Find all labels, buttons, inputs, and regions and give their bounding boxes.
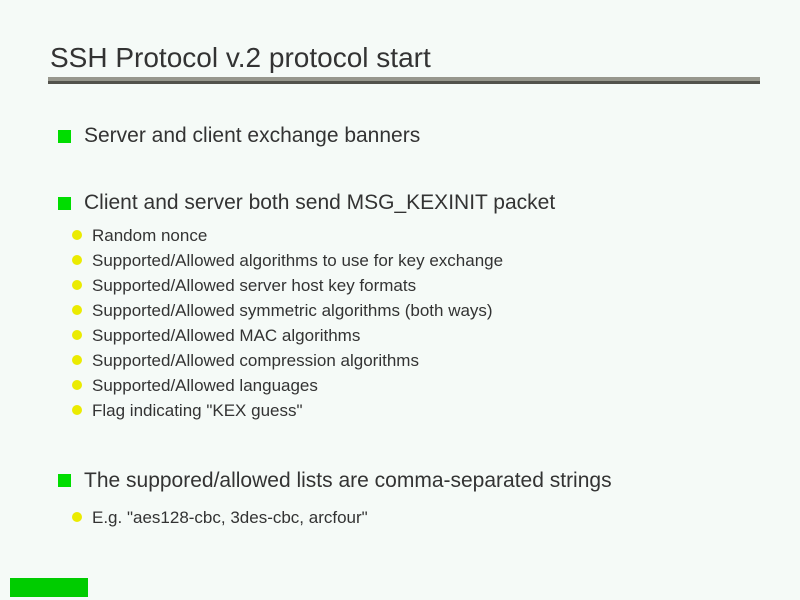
- title-underline-bottom: [48, 81, 760, 84]
- sub-bullet-item: Supported/Allowed MAC algorithms: [72, 323, 758, 348]
- green-square-bullet-icon: [58, 474, 71, 487]
- sub-bullet-item: Supported/Allowed compression algorithms: [72, 348, 758, 373]
- yellow-dot-bullet-icon: [72, 380, 82, 390]
- yellow-dot-bullet-icon: [72, 330, 82, 340]
- sub-bullet-item: Flag indicating "KEX guess": [72, 398, 758, 423]
- sub-bullet-label: Supported/Allowed symmetric algorithms (…: [92, 301, 493, 320]
- yellow-dot-bullet-icon: [72, 255, 82, 265]
- sub-bullet-label: Supported/Allowed server host key format…: [92, 276, 417, 295]
- yellow-dot-bullet-icon: [72, 305, 82, 315]
- sub-bullet-item: Supported/Allowed server host key format…: [72, 273, 758, 298]
- sub-bullet-label: Random nonce: [92, 226, 208, 245]
- sub-bullet-list: E.g. "aes128-cbc, 3des-cbc, arcfour": [58, 505, 758, 530]
- sub-bullet-item: E.g. "aes128-cbc, 3des-cbc, arcfour": [72, 505, 758, 530]
- sub-bullet-label: Supported/Allowed languages: [92, 376, 318, 395]
- green-square-bullet-icon: [58, 130, 71, 143]
- bullet-item: The suppored/allowed lists are comma-sep…: [58, 462, 758, 499]
- sub-bullet-item: Supported/Allowed symmetric algorithms (…: [72, 298, 758, 323]
- title-underline-top: [48, 77, 760, 81]
- sub-bullet-label: Supported/Allowed compression algorithms: [92, 351, 419, 370]
- sub-bullet-label: Flag indicating "KEX guess": [92, 401, 303, 420]
- yellow-dot-bullet-icon: [72, 230, 82, 240]
- slide-title: SSH Protocol v.2 protocol start: [50, 42, 431, 73]
- sub-bullet-item: Supported/Allowed languages: [72, 373, 758, 398]
- bullet-label: Server and client exchange banners: [84, 124, 421, 147]
- yellow-dot-bullet-icon: [72, 512, 82, 522]
- sub-bullet-item: Random nonce: [72, 223, 758, 248]
- sub-bullet-label: E.g. "aes128-cbc, 3des-cbc, arcfour": [92, 508, 368, 527]
- title-underline: [48, 77, 760, 84]
- sub-bullet-label: Supported/Allowed MAC algorithms: [92, 326, 361, 345]
- yellow-dot-bullet-icon: [72, 405, 82, 415]
- sub-bullet-item: Supported/Allowed algorithms to use for …: [72, 248, 758, 273]
- bullet-label: Client and server both send MSG_KEXINIT …: [84, 191, 556, 214]
- yellow-dot-bullet-icon: [72, 355, 82, 365]
- yellow-dot-bullet-icon: [72, 280, 82, 290]
- green-square-bullet-icon: [58, 197, 71, 210]
- sub-bullet-label: Supported/Allowed algorithms to use for …: [92, 251, 504, 270]
- bullet-item: Client and server both send MSG_KEXINIT …: [58, 189, 758, 217]
- bullet-label: The suppored/allowed lists are comma-sep…: [84, 469, 612, 492]
- footer-green-bar: [10, 578, 88, 597]
- bullet-item: Server and client exchange banners: [58, 122, 758, 150]
